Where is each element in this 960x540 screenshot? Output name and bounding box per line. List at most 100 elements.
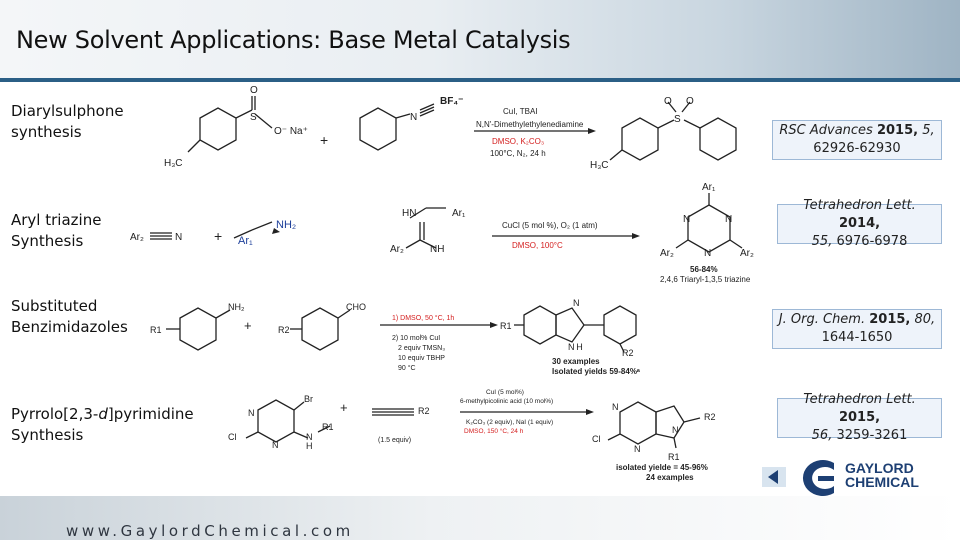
arrow-head (272, 228, 280, 234)
ref-pages: 6976-6978 (836, 234, 908, 249)
condition-line: N,N'-Dimethylethylenediamine (476, 120, 584, 129)
label-part: ]pyrimidine (107, 405, 194, 423)
condition-line: K₂CO₃ (2 equiv), NaI (1 equiv) (466, 419, 553, 426)
r2-label: R2 (278, 325, 290, 335)
nh-label: NH (430, 244, 444, 255)
nitrogen-label: N (634, 444, 641, 454)
label-line: Benzimidazoles (11, 318, 128, 336)
ref-volume: 55, (811, 234, 833, 249)
ref-pages: 3259-3261 (836, 428, 908, 443)
label-part: Pyrrolo[2,3- (11, 405, 99, 423)
plus-sign: + (244, 318, 252, 333)
yield-label: isolated yielde = 45-96% (616, 463, 708, 472)
nh-label: N H (568, 342, 583, 352)
condition-line: 90 °C (398, 364, 416, 372)
condition-dmso: 1) DMSO, 50 °C, 1h (392, 314, 454, 322)
ref-volume: 5, (922, 123, 935, 138)
plus-sign: + (214, 228, 222, 244)
plus-sign: + (320, 132, 328, 148)
methyl-label: H₃C (590, 160, 609, 171)
ref-pages: 62926-62930 (813, 141, 901, 156)
ref-pages: 1644-1650 (821, 330, 893, 345)
sulfur-label: S (674, 114, 681, 125)
row-label-aryl-triazine: Aryl triazine Synthesis (11, 210, 101, 252)
ref-volume: 56, (811, 428, 833, 443)
footer-bar (0, 496, 960, 540)
ref-journal: J. Org. Chem. (778, 312, 866, 327)
footer-url[interactable]: www.GaylordChemical.com (66, 522, 354, 540)
nitrogen-label: N (175, 232, 182, 243)
label-line: Aryl triazine (11, 211, 102, 229)
benzene-ring (699, 117, 737, 161)
benzene-ring (179, 307, 217, 351)
ref-year: 2015, (838, 410, 881, 425)
oxygen-label: O (686, 96, 694, 107)
row-label-diarylsulphone: Diarylsulphone synthesis (11, 101, 124, 143)
arrow-head (586, 409, 594, 415)
ref-year: 2014, (838, 216, 881, 231)
r1-label: R1 (668, 452, 680, 462)
condition-line: 2 equiv TMSN₃ (398, 345, 445, 352)
yields-label: Isolated yields 59-84%ᵃ (552, 367, 640, 376)
gaylord-logo-text: GAYLORD CHEMICAL (845, 461, 919, 489)
label-line: Pyrrolo[2,3-d]pyrimidine (11, 404, 194, 425)
cl-label: Cl (228, 432, 237, 442)
condition-dmso: DMSO, K₂CO₃ (492, 137, 544, 146)
r1-label: R1 (322, 422, 334, 432)
condition-line: CuCl (5 mol %), O₂ (1 atm) (502, 221, 598, 230)
cho-label: CHO (346, 302, 366, 312)
nitrogen-label: N (683, 214, 690, 225)
condition-line: 2) 10 mol% CuI (392, 335, 440, 342)
banner-underline (0, 78, 960, 82)
label-line: Synthesis (11, 426, 84, 444)
hn-label: HN (402, 208, 416, 219)
nitrogen-label: N (248, 408, 255, 418)
label-part-italic: d (98, 405, 108, 423)
gaylord-logo-mark (802, 460, 834, 497)
title-banner (0, 0, 960, 82)
ar-label: Ar₂ (660, 248, 674, 259)
logo-line: CHEMICAL (845, 474, 919, 490)
pyrimidine-ring (619, 401, 657, 445)
r2-label: R2 (622, 348, 634, 358)
ref-volume: 80, (914, 312, 936, 327)
row-label-benzimidazoles: Substituted Benzimidazoles (11, 296, 128, 338)
condition-line: CuI, TBAI (503, 107, 538, 116)
sulfur-label: S (250, 112, 257, 123)
ar-label: Ar₁ (452, 208, 466, 219)
ar-label: Ar₂ (740, 248, 754, 259)
arrow-head (490, 322, 498, 328)
ref-year: 2015, (876, 123, 919, 138)
bf4-label: BF₄⁻ (440, 96, 463, 107)
r2-label: R2 (418, 406, 430, 416)
r2-label: R2 (704, 412, 716, 422)
benzene-ring (199, 107, 237, 151)
plus-sign: + (340, 400, 348, 415)
ref-year: 2015, (869, 312, 911, 327)
label-line: synthesis (11, 123, 82, 141)
reference-box-2: Tetrahedron Lett. 2014,55, 6976-6978 (777, 198, 942, 249)
r1-label: R1 (500, 321, 512, 331)
h-label: H (306, 441, 313, 451)
nitrogen-label: N (672, 425, 679, 435)
nitrogen-label: N (573, 298, 580, 308)
cl-label: Cl (592, 434, 601, 444)
ar-label: Ar₁ (702, 182, 716, 193)
r1-label: R1 (150, 325, 162, 335)
diazonium-n: N (410, 112, 417, 123)
label-line: Diarylsulphone (11, 102, 124, 120)
play-icon[interactable] (762, 467, 786, 487)
ar-label: Ar₂ (390, 244, 404, 255)
logo-line: GAYLORD (845, 460, 914, 476)
condition-line: CuI (5 mol%) (486, 389, 524, 396)
nh2-label: NH₂ (276, 219, 296, 231)
nitrogen-label: N (725, 214, 732, 225)
condition-line: 100°C, N₂, 24 h (490, 149, 546, 158)
yield-label: 56-84% (690, 265, 718, 274)
benzene-ring (603, 305, 637, 345)
label-line: Substituted (11, 297, 98, 315)
ar-label: Ar₁ (238, 235, 253, 247)
arrow-head (588, 128, 596, 134)
counterion-label: O⁻ Na⁺ (274, 126, 308, 137)
